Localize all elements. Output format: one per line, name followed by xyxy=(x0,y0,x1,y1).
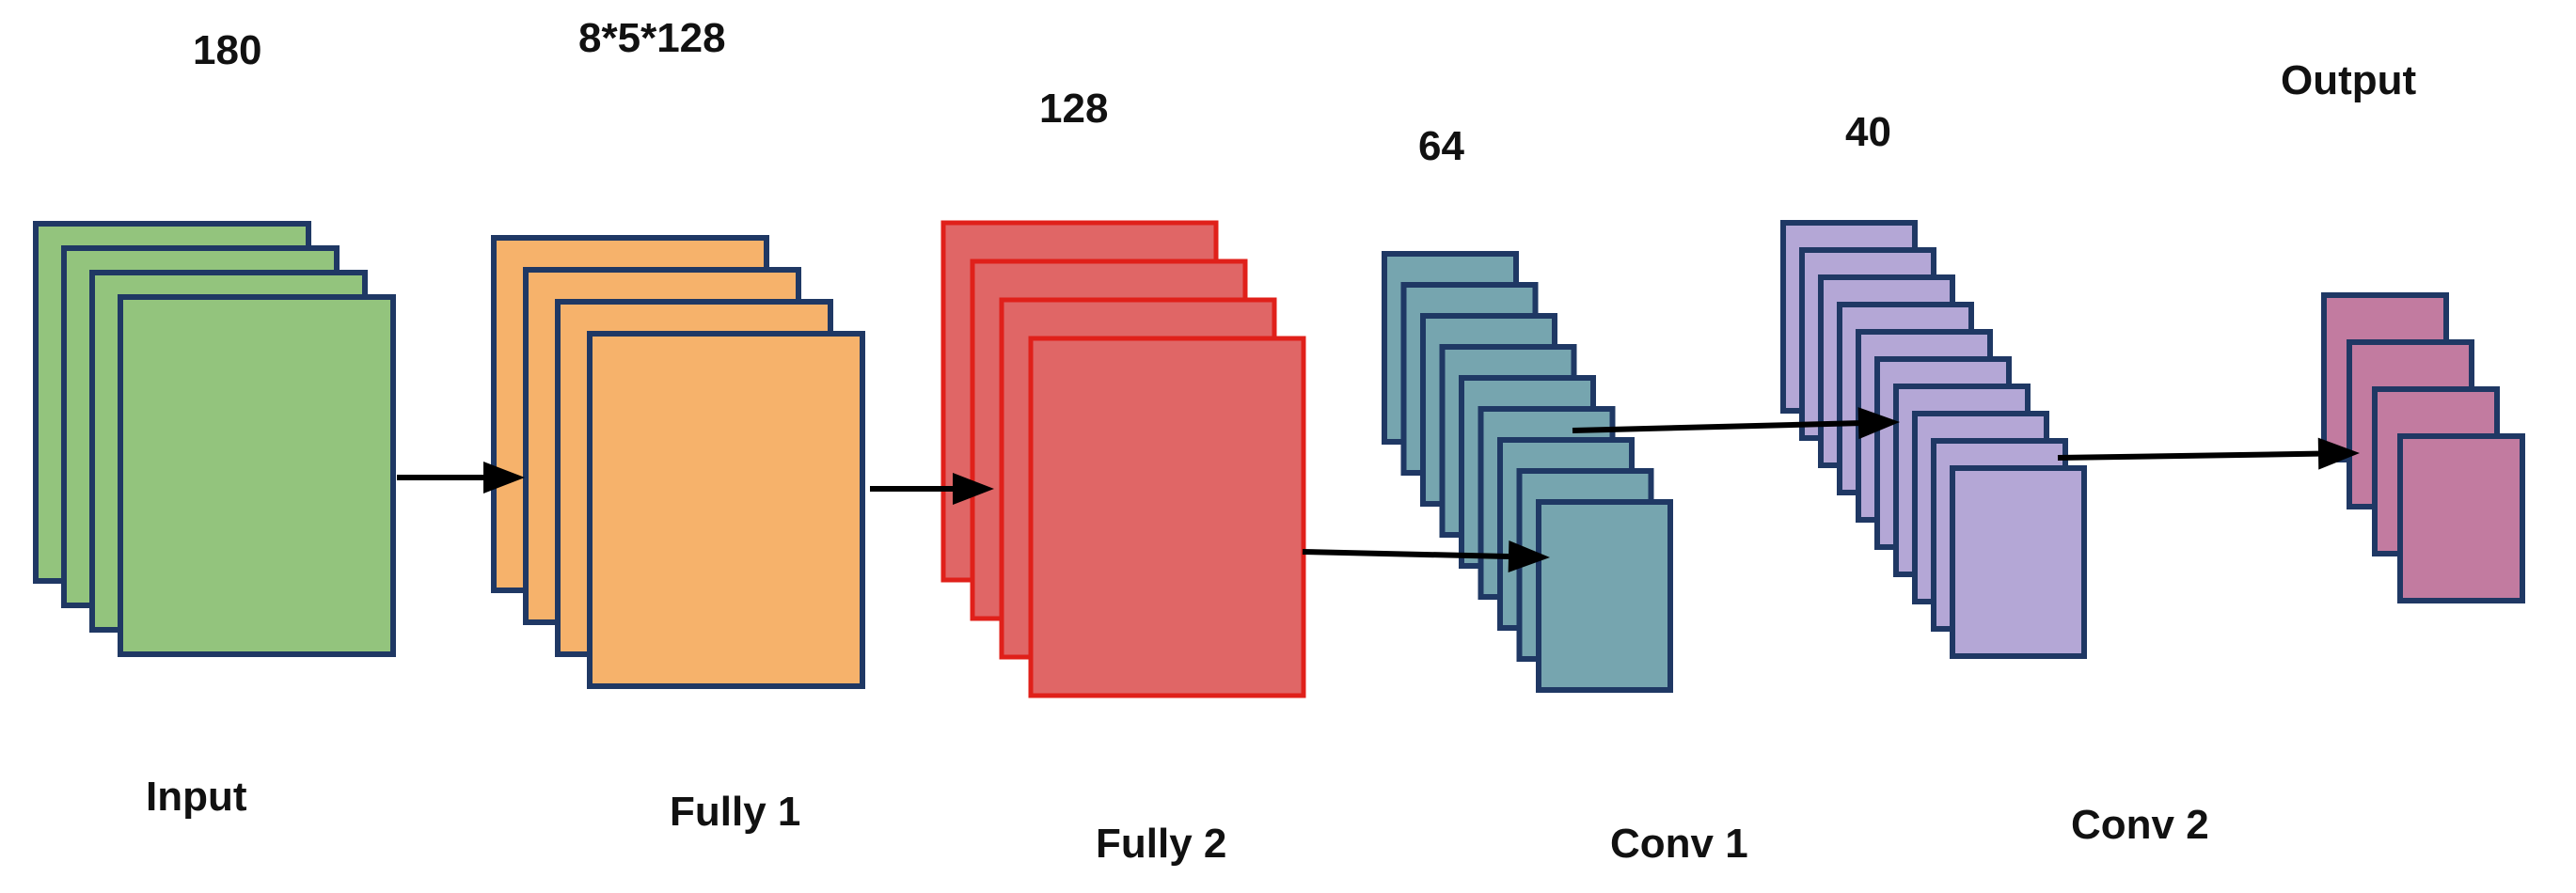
arrow-conv2-to-output xyxy=(2057,437,2360,470)
flow-arrows xyxy=(397,407,2360,572)
conv2-stack xyxy=(1780,220,2087,659)
output-feature-map xyxy=(2397,433,2525,603)
arrow-fully2-to-conv1 xyxy=(1302,540,1550,572)
input-name-label: Input xyxy=(146,774,247,820)
arrow-head xyxy=(2317,437,2360,470)
output-stack xyxy=(2321,292,2525,603)
input-size-label: 180 xyxy=(193,27,261,73)
fully2-name-label: Fully 2 xyxy=(1096,821,1226,867)
output-size-label: Output xyxy=(2281,57,2417,103)
layer-stacks xyxy=(33,220,2525,698)
arrow-fully1-to-fully2 xyxy=(870,473,994,505)
conv1-name-label: Conv 1 xyxy=(1610,821,1748,867)
arrow-input-to-fully1 xyxy=(397,462,525,494)
fully1-name-label: Fully 1 xyxy=(670,789,800,835)
arrow-head xyxy=(953,473,994,505)
conv2-feature-map xyxy=(1950,465,2087,659)
arrow-head xyxy=(1508,540,1550,572)
input-stack xyxy=(33,221,396,657)
conv2-size-label: 40 xyxy=(1845,109,1891,155)
arrow-shaft xyxy=(1572,420,1859,433)
fully2-feature-map xyxy=(1028,336,1306,698)
fully2-stack xyxy=(940,220,1306,698)
arrow-head xyxy=(483,462,525,494)
conv1-feature-map xyxy=(1536,499,1673,693)
input-feature-map xyxy=(118,294,396,657)
arrow-shaft xyxy=(2057,450,2319,461)
fully1-stack xyxy=(491,235,865,689)
fully1-feature-map xyxy=(587,331,865,689)
arrow-head xyxy=(1857,407,1900,440)
conv1-stack xyxy=(1382,251,1673,693)
arrow-shaft xyxy=(1302,549,1509,559)
fully2-size-label: 128 xyxy=(1039,86,1108,132)
conv2-name-label: Conv 2 xyxy=(2071,802,2209,848)
layer-labels: 180 8*5*128 128 64 40 Output Input Fully… xyxy=(146,15,2417,867)
fully1-size-label: 8*5*128 xyxy=(578,15,726,61)
arrow-conv1-to-conv2 xyxy=(1572,407,1900,440)
conv1-size-label: 64 xyxy=(1418,123,1464,169)
